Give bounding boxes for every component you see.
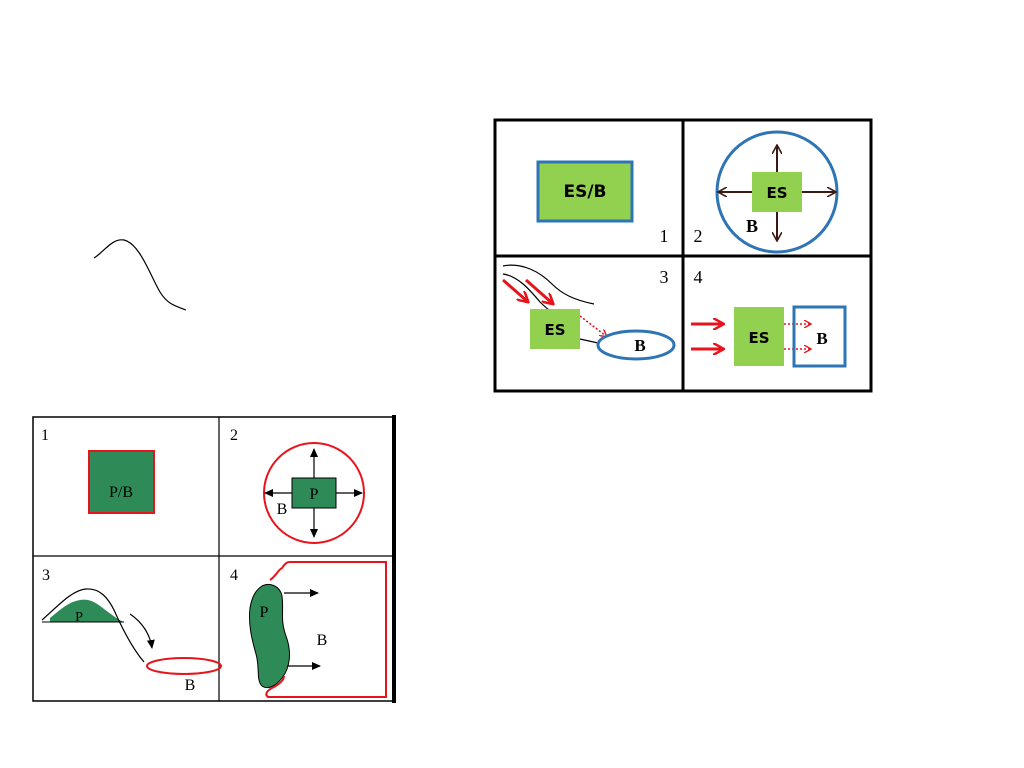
b-sink-label: B bbox=[634, 336, 645, 355]
p-blob bbox=[249, 584, 289, 687]
bottom-panel-number-2: 2 bbox=[230, 427, 238, 444]
red-arrow-1 bbox=[503, 280, 527, 301]
top-panel-4: 4 ES B bbox=[691, 267, 845, 366]
panel-number-4: 4 bbox=[694, 267, 703, 287]
dotted-flow-arrow bbox=[580, 316, 606, 336]
top-panel-1: ES/B 1 bbox=[538, 162, 669, 246]
es-center-label: ES bbox=[766, 184, 787, 202]
bottom-panel-1: 1 P/B bbox=[41, 427, 154, 513]
es-tail-line bbox=[580, 339, 598, 343]
es-source-label: ES bbox=[544, 321, 565, 339]
bottom-panel-3: 3 P B bbox=[42, 567, 221, 694]
bottom-diagram: 1 P/B 2 P B 3 P B 4 bbox=[33, 415, 394, 703]
top-panel-2: ES B 2 bbox=[694, 132, 838, 252]
hill-outline bbox=[42, 589, 144, 662]
top-diagram: ES/B 1 ES B 2 3 ES B bbox=[495, 120, 871, 391]
p-blob-label: P bbox=[260, 604, 269, 621]
bottom-panel-number-4: 4 bbox=[230, 567, 238, 584]
p-b-box bbox=[89, 451, 154, 513]
b-sink-label-bottom-4: B bbox=[317, 632, 328, 649]
panel-number-2: 2 bbox=[694, 226, 703, 246]
panel-number-1: 1 bbox=[660, 226, 669, 246]
p-center-label: P bbox=[310, 486, 319, 503]
b-sink-label-bottom: B bbox=[185, 677, 196, 694]
bottom-panel-2: 2 P B bbox=[230, 427, 364, 543]
es-source-label-4: ES bbox=[748, 329, 769, 347]
b-sink-label-4: B bbox=[816, 329, 827, 348]
bottom-diagram-frame bbox=[33, 417, 394, 701]
red-arrow-2 bbox=[526, 280, 552, 303]
es-b-label: ES/B bbox=[563, 182, 606, 202]
stray-curve bbox=[94, 240, 186, 310]
p-source-label: P bbox=[75, 610, 83, 625]
bottom-panel-4: 4 P B bbox=[230, 562, 386, 697]
flow-arrow-curve bbox=[130, 614, 152, 648]
bottom-panel-number-3: 3 bbox=[42, 567, 50, 584]
b-red-ellipse bbox=[147, 658, 221, 674]
b-outer-label: B bbox=[746, 216, 758, 236]
p-b-label: P/B bbox=[109, 484, 133, 501]
panel-number-3: 3 bbox=[660, 267, 669, 287]
top-panel-3: 3 ES B bbox=[503, 265, 674, 359]
bottom-panel-number-1: 1 bbox=[41, 427, 49, 444]
b-outer-label-bottom: B bbox=[277, 501, 288, 518]
